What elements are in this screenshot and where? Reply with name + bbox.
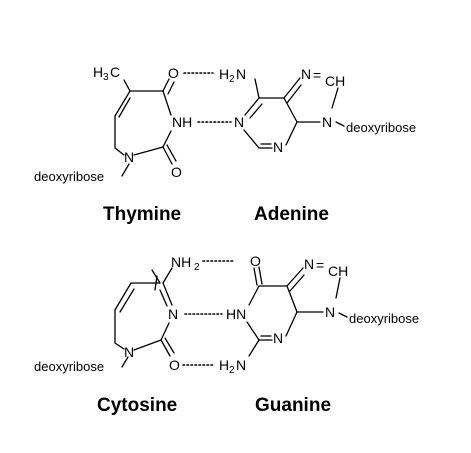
adenine-structure: H 2 N N N N N = CH deoxyribose xyxy=(219,66,416,155)
bond xyxy=(331,87,339,109)
bond xyxy=(286,267,304,287)
bond xyxy=(114,282,132,311)
bond xyxy=(286,84,302,104)
bond xyxy=(151,269,161,284)
bond xyxy=(162,146,173,165)
bond xyxy=(244,97,260,116)
atom-label: C xyxy=(110,64,120,80)
bond xyxy=(283,77,301,99)
bond xyxy=(338,312,348,318)
bond xyxy=(162,78,170,92)
bond xyxy=(335,121,345,127)
atom-label: H xyxy=(219,66,229,82)
cytosine-structure: NH 2 N N O deoxyribose xyxy=(34,254,200,374)
atom-label: = xyxy=(313,67,321,83)
atom-subscript: 2 xyxy=(194,262,200,273)
atom-subscript: 2 xyxy=(229,365,235,376)
atom-label: O xyxy=(168,65,179,81)
bond xyxy=(162,90,172,116)
atom-label: N xyxy=(304,256,314,272)
bond xyxy=(118,97,131,118)
bond xyxy=(160,322,170,341)
bond xyxy=(258,266,263,285)
bond xyxy=(159,289,168,307)
atom-label: N xyxy=(236,357,246,373)
cytosine-name: Cytosine xyxy=(97,395,177,416)
atom-label: CH xyxy=(328,263,348,279)
atom-label: O xyxy=(171,164,182,180)
bond xyxy=(253,267,258,286)
bond xyxy=(121,356,129,368)
deoxyribose-label: deoxyribose xyxy=(34,169,104,184)
bond xyxy=(335,277,341,299)
deoxyribose-label: deoxyribose xyxy=(346,120,416,135)
bond xyxy=(114,342,125,350)
atom-label: N xyxy=(168,306,178,322)
bond xyxy=(166,144,177,162)
bond xyxy=(248,339,260,357)
bond xyxy=(285,311,298,337)
bond xyxy=(114,147,125,156)
atom-label: N xyxy=(236,66,246,82)
bond xyxy=(283,97,298,123)
bond xyxy=(119,288,135,313)
bond xyxy=(162,282,173,306)
guanine-structure: O HN N N N = CH H 2 N deoxyribose xyxy=(219,253,419,376)
adenine-name: Adenine xyxy=(254,204,329,225)
bond xyxy=(246,321,260,341)
atom-label: N xyxy=(273,139,283,155)
thymine-structure: H 3 C O NH N O deoxyribose xyxy=(34,64,192,184)
thymine-name: Thymine xyxy=(103,204,181,225)
bond xyxy=(160,339,171,357)
atom-label: NH xyxy=(171,254,191,270)
atom-label: N xyxy=(325,304,335,320)
atom-label: N xyxy=(301,66,311,82)
bond xyxy=(286,285,298,313)
atom-label: N xyxy=(234,114,244,130)
atom-label: NH xyxy=(172,114,192,130)
bond xyxy=(248,285,260,306)
bond xyxy=(289,274,305,292)
atom-subscript: 2 xyxy=(229,74,235,85)
bond xyxy=(243,129,260,149)
atom-label: O xyxy=(169,357,180,373)
bond xyxy=(164,337,175,354)
atom-subscript: 3 xyxy=(103,72,109,83)
bond xyxy=(254,78,260,99)
bond xyxy=(249,103,263,119)
atom-label: H xyxy=(93,64,103,80)
bond xyxy=(162,130,172,148)
atom-label: N xyxy=(273,330,283,346)
atom-label: CH xyxy=(325,73,345,89)
atom-label: O xyxy=(250,253,261,269)
atom-label: N xyxy=(124,149,134,165)
atom-label: H xyxy=(219,357,229,373)
bond xyxy=(133,339,162,351)
bond xyxy=(285,121,298,146)
atom-label: HN xyxy=(226,306,246,322)
bond xyxy=(114,90,131,117)
bond xyxy=(167,81,175,95)
bond xyxy=(123,79,131,92)
atom-label: N xyxy=(322,114,332,130)
bond xyxy=(162,267,173,284)
bond xyxy=(121,163,130,177)
atom-label: N xyxy=(124,344,134,360)
atom-label: = xyxy=(316,257,324,273)
deoxyribose-label: deoxyribose xyxy=(349,311,419,326)
bond xyxy=(133,146,164,156)
deoxyribose-label: deoxyribose xyxy=(34,359,104,374)
guanine-name: Guanine xyxy=(255,395,331,416)
